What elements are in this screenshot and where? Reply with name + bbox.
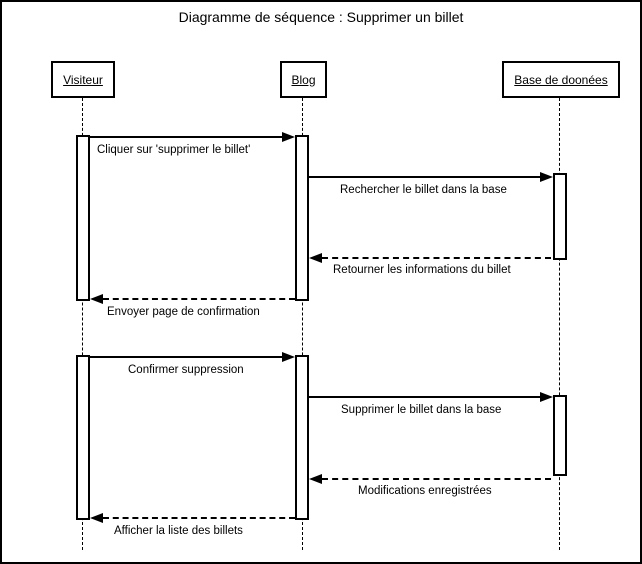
arrowhead-left-icon <box>309 253 322 263</box>
message-label-6: Supprimer le billet dans la base <box>341 404 502 416</box>
arrowhead-right-icon <box>282 132 295 142</box>
arrowhead-right-icon <box>540 392 553 402</box>
arrowhead-left-icon <box>309 474 322 484</box>
message-line-2 <box>309 176 540 178</box>
actor-box-visiteur: Visiteur <box>51 61 115 98</box>
message-label-7: Modifications enregistrées <box>358 485 492 497</box>
activation-bar-database-1 <box>553 173 567 260</box>
message-line-6 <box>309 396 540 398</box>
message-label-3: Retourner les informations du billet <box>333 264 511 276</box>
message-label-1: Cliquer sur 'supprimer le billet' <box>97 144 251 156</box>
message-label-2: Rechercher le billet dans la base <box>340 184 507 196</box>
arrowhead-right-icon <box>540 172 553 182</box>
arrowhead-right-icon <box>282 352 295 362</box>
activation-bar-database-2 <box>553 395 567 476</box>
actor-box-blog: Blog <box>280 61 327 98</box>
lifeline-blog <box>302 98 303 550</box>
message-line-1 <box>90 136 282 138</box>
actor-box-database: Base de doonées <box>502 61 620 98</box>
message-label-4: Envoyer page de confirmation <box>107 306 260 318</box>
activation-bar-visiteur-1 <box>76 135 90 301</box>
actor-label-database: Base de doonées <box>514 72 608 87</box>
message-label-8: Afficher la liste des billets <box>114 525 243 537</box>
lifeline-visiteur <box>82 98 83 550</box>
actor-label-blog: Blog <box>291 72 316 87</box>
diagram-title: Diagramme de séquence : Supprimer un bil… <box>178 9 464 25</box>
activation-bar-blog-2 <box>295 355 309 520</box>
actor-label-visiteur: Visiteur <box>63 72 103 87</box>
message-line-8 <box>103 517 295 519</box>
activation-bar-blog-1 <box>295 135 309 301</box>
lifeline-database <box>559 98 560 550</box>
message-line-3 <box>322 257 551 259</box>
activation-bar-visiteur-2 <box>76 355 90 520</box>
arrowhead-left-icon <box>90 294 103 304</box>
message-line-5 <box>90 356 282 358</box>
arrowhead-left-icon <box>90 513 103 523</box>
message-line-7 <box>322 478 551 480</box>
message-line-4 <box>103 298 295 300</box>
message-label-5: Confirmer suppression <box>128 364 244 376</box>
